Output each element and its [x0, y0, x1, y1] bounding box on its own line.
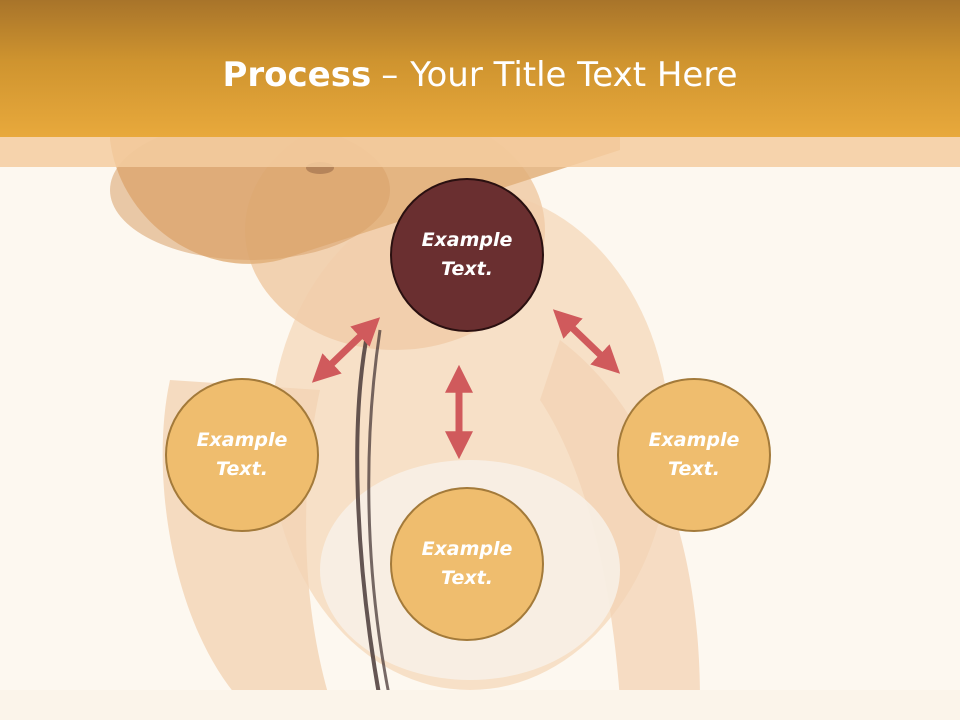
- arrow-top-right: [552, 309, 621, 374]
- process-node-bottom: Example Text.: [390, 487, 544, 641]
- node-bottom-label: Example Text.: [421, 538, 513, 589]
- node-right-label: Example Text.: [648, 429, 740, 480]
- node-left-label: Example Text.: [196, 429, 288, 480]
- process-node-right: Example Text.: [617, 378, 771, 532]
- title-dash: –: [381, 55, 399, 95]
- slide-title: Process–Your Title Text Here: [0, 52, 960, 98]
- process-node-top: Example Text.: [390, 178, 544, 332]
- title-underline-strip: [0, 137, 960, 167]
- arrow-top-left: [311, 317, 381, 383]
- title-rest: Your Title Text Here: [410, 55, 738, 95]
- title-bold: Process: [222, 55, 372, 95]
- title-bar: [0, 0, 960, 137]
- node-top-label: Example Text.: [421, 229, 513, 280]
- process-node-left: Example Text.: [165, 378, 319, 532]
